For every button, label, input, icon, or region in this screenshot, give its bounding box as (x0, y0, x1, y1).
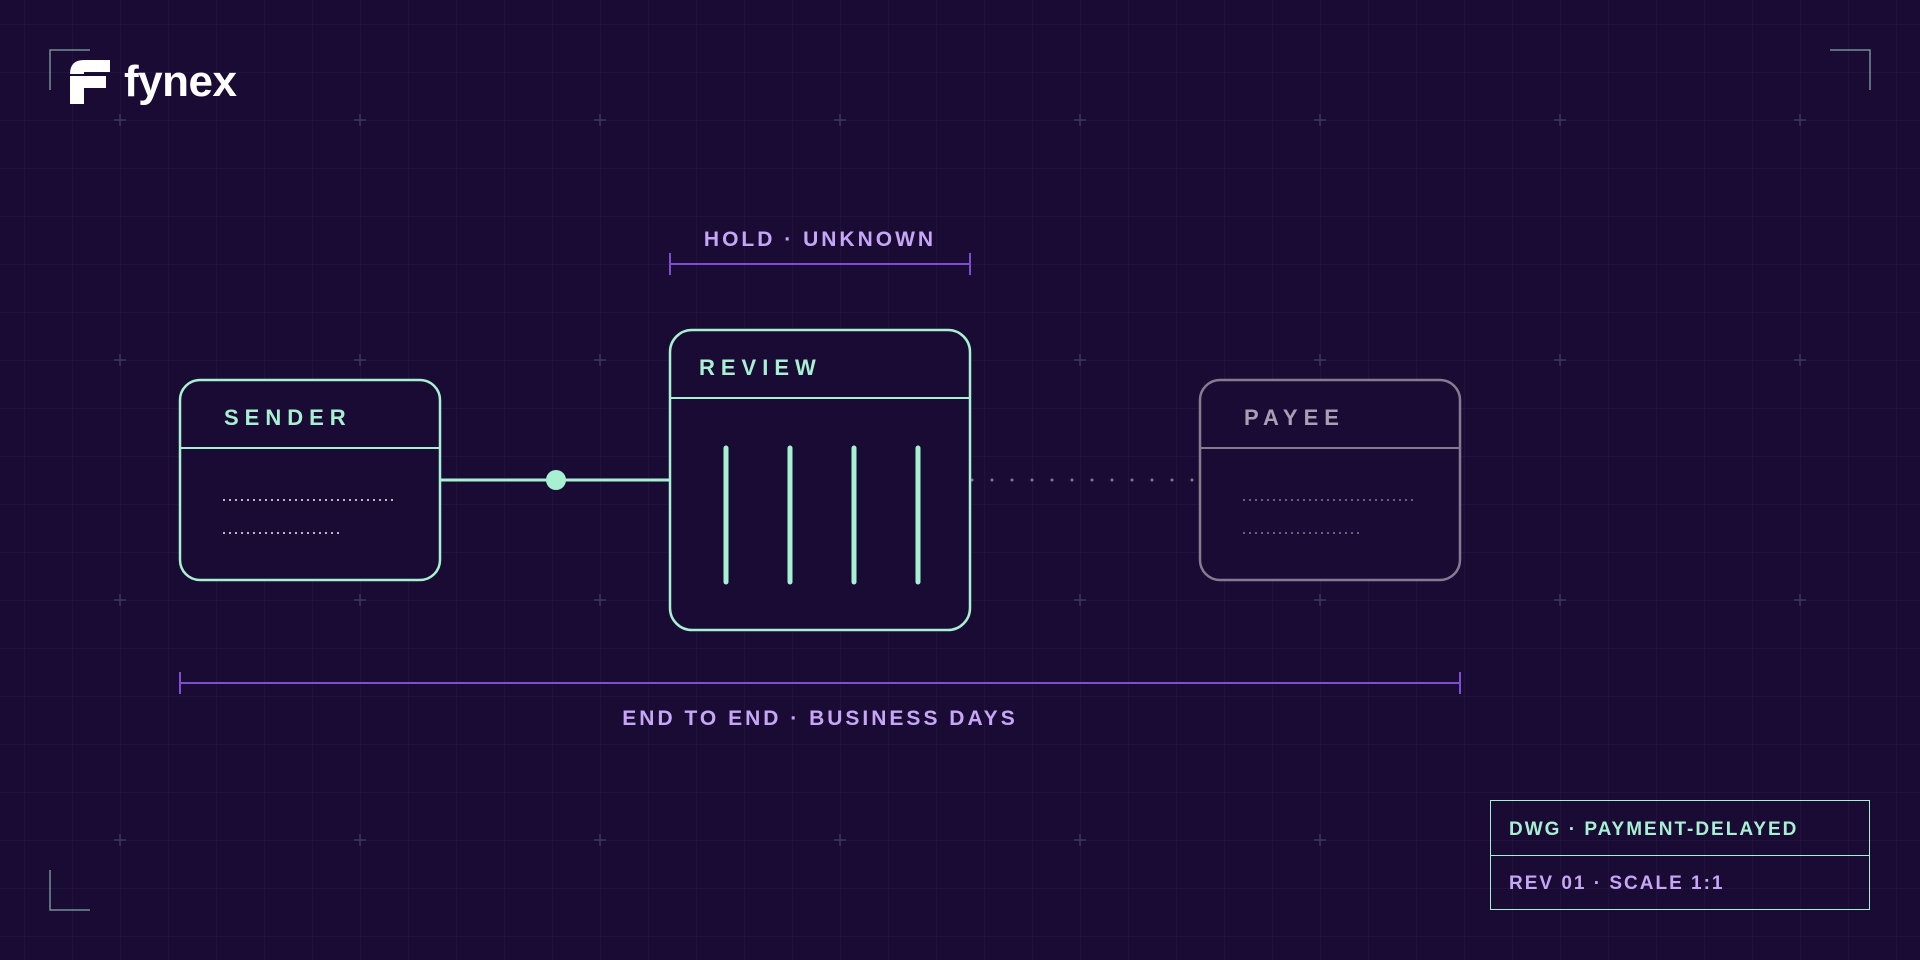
brand-name: fynex (124, 57, 237, 106)
grid-plus-marker (1554, 594, 1566, 606)
corner-brackets (49, 49, 1871, 911)
connector-node-dot (546, 470, 566, 490)
grid-plus-marker (114, 354, 126, 366)
hold-dimension-line (669, 253, 971, 275)
revision-scale-label: REV 01 · SCALE 1:1 (1509, 873, 1725, 894)
grid-plus-marker (114, 114, 126, 126)
review-node-box (668, 328, 972, 632)
review-node-label: REVIEW (699, 355, 822, 380)
review-hold-bars (723, 445, 921, 585)
grid-plus-marker (354, 594, 366, 606)
grid-plus-marker (594, 594, 606, 606)
grid-plus-marker (1074, 594, 1086, 606)
grid-plus-marker (1794, 354, 1806, 366)
grid-plus-marker (1794, 114, 1806, 126)
grid-plus-marker (114, 594, 126, 606)
hold-dimension-label: HOLD · UNKNOWN (703, 228, 937, 251)
drawing-name-label: DWG · PAYMENT-DELAYED (1509, 819, 1799, 840)
sender-node-box (178, 378, 442, 582)
grid-plus-marker (834, 114, 846, 126)
review-node (668, 328, 972, 632)
brand-logo: fynex (70, 57, 237, 106)
grid-plus-marker (1074, 114, 1086, 126)
fynex-f-mark-icon (70, 60, 110, 104)
grid-plus-marker (354, 114, 366, 126)
grid-plus-marker (1554, 114, 1566, 126)
corner-bracket-bottom-left (49, 870, 90, 911)
payee-node-label: PAYEE (1244, 405, 1345, 430)
sender-node (178, 378, 442, 582)
grid-plus-marker (1074, 834, 1086, 846)
grid-plus-marker (1794, 594, 1806, 606)
grid-plus-marker (594, 114, 606, 126)
grid-plus-marker (354, 834, 366, 846)
corner-bracket-top-right (1830, 49, 1871, 90)
payee-node (1198, 378, 1462, 582)
grid-plus-marker (354, 354, 366, 366)
grid-plus-marker (594, 354, 606, 366)
grid-plus-marker (1314, 594, 1326, 606)
corner-bracket-top-left (49, 49, 90, 90)
grid-plus-marker (1554, 354, 1566, 366)
grid-plus-marker (834, 834, 846, 846)
grid-plus-marker (114, 834, 126, 846)
grid-plus-marker (1314, 114, 1326, 126)
payee-node-box (1198, 378, 1462, 582)
grid-plus-marker (1314, 834, 1326, 846)
grid-plus-marker (1314, 354, 1326, 366)
end-to-end-dimension-label: END TO END · BUSINESS DAYS (622, 707, 1018, 730)
drawing-title-block: DWG · PAYMENT-DELAYED REV 01 · SCALE 1:1 (1490, 800, 1870, 910)
grid-plus-marker (594, 834, 606, 846)
title-block-divider (1491, 855, 1869, 856)
sender-node-label: SENDER (224, 405, 352, 430)
grid-plus-marker (1074, 354, 1086, 366)
end-to-end-dimension-line (179, 672, 1461, 694)
